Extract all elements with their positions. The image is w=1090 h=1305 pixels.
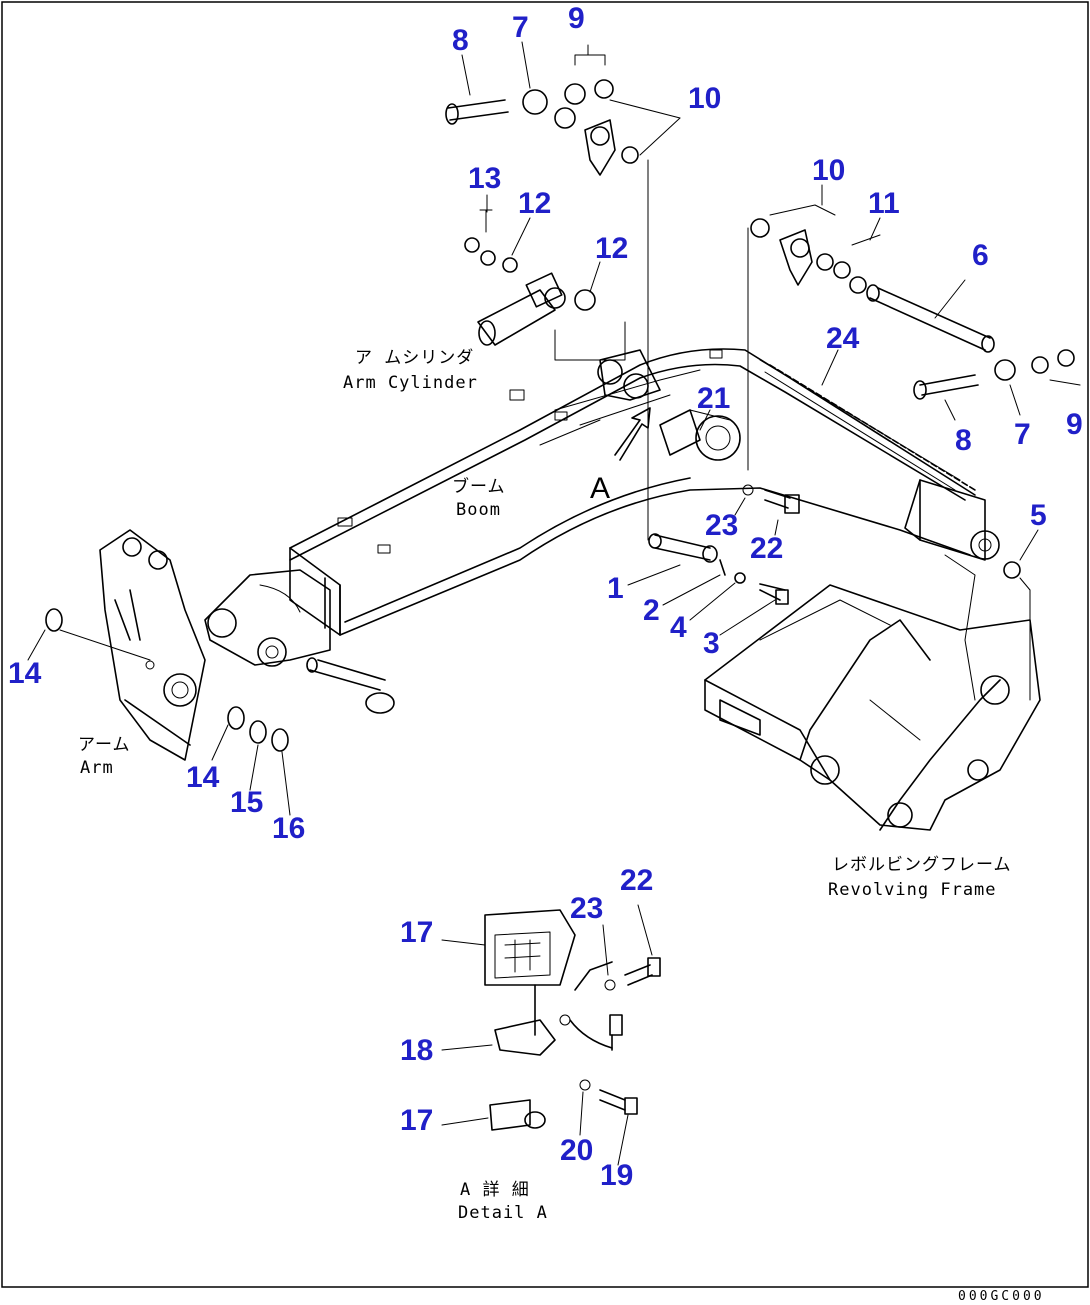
callout-1: 1 bbox=[607, 572, 624, 605]
callout-22: 22 bbox=[620, 864, 653, 897]
callout-9: 9 bbox=[568, 2, 585, 35]
drawing-code: 000GC000 bbox=[958, 1289, 1045, 1304]
arm-cylinder-en-label: Arm Cylinder bbox=[343, 373, 478, 393]
callout-22: 22 bbox=[750, 532, 783, 565]
detail-a-drawing bbox=[484, 909, 661, 1131]
arm-jp-label: アーム bbox=[78, 735, 130, 755]
leader-lines bbox=[27, 41, 1039, 1166]
arm-drawing bbox=[45, 529, 289, 761]
detail-en-label: Detail A bbox=[458, 1203, 548, 1223]
callout-8: 8 bbox=[452, 24, 469, 57]
callout-17: 17 bbox=[400, 916, 433, 949]
callout-16: 16 bbox=[272, 812, 305, 845]
detail-jp-label: A 詳 細 bbox=[460, 1180, 530, 1200]
boom-en-label: Boom bbox=[456, 500, 501, 520]
right-pin-group bbox=[747, 204, 1081, 471]
callout-10: 10 bbox=[812, 154, 845, 187]
top-pin-group bbox=[445, 44, 681, 541]
callout-11: 11 bbox=[868, 187, 900, 220]
callout-14: 14 bbox=[186, 761, 220, 794]
frame-jp-label: レボルビングフレーム bbox=[832, 855, 1012, 875]
callout-12: 12 bbox=[518, 187, 551, 220]
callout-4: 4 bbox=[670, 611, 687, 644]
callout-7: 7 bbox=[1014, 418, 1031, 451]
callout-12: 12 bbox=[595, 232, 628, 265]
foot-pin bbox=[306, 657, 395, 714]
callout-23: 23 bbox=[705, 509, 738, 542]
callout-5: 5 bbox=[1030, 499, 1047, 532]
callout-numbers: 8 7 9 10 13 12 12 10 11 6 24 21 8 7 9 23… bbox=[8, 2, 1083, 1192]
callout-14: 14 bbox=[8, 657, 42, 690]
frame-en-label: Revolving Frame bbox=[828, 880, 997, 900]
arm-cylinder-jp-label: ア ムシリンダ bbox=[355, 348, 474, 368]
callout-3: 3 bbox=[703, 627, 720, 660]
callout-2: 2 bbox=[643, 594, 660, 627]
arm-cylinder-drawing bbox=[464, 209, 626, 361]
callout-15: 15 bbox=[230, 786, 263, 819]
callout-24: 24 bbox=[826, 322, 860, 355]
callout-8: 8 bbox=[955, 424, 972, 457]
arm-en-label: Arm bbox=[80, 758, 114, 778]
callout-9: 9 bbox=[1066, 408, 1083, 441]
revolving-frame-drawing bbox=[704, 554, 1041, 831]
callout-13: 13 bbox=[468, 162, 501, 195]
callout-6: 6 bbox=[972, 239, 989, 272]
boom-pin-1 bbox=[648, 533, 789, 605]
boom-drawing bbox=[204, 348, 1000, 667]
callout-10: 10 bbox=[688, 82, 721, 115]
callout-21: 21 bbox=[697, 382, 730, 415]
callout-7: 7 bbox=[512, 11, 529, 44]
view-marker-a: A bbox=[590, 472, 610, 505]
callout-19: 19 bbox=[600, 1159, 633, 1192]
callout-20: 20 bbox=[560, 1134, 593, 1167]
callout-17: 17 bbox=[400, 1104, 433, 1137]
bolt-22-upper bbox=[742, 484, 800, 514]
callout-23: 23 bbox=[570, 892, 603, 925]
boom-jp-label: ブーム bbox=[452, 476, 506, 497]
callout-18: 18 bbox=[400, 1034, 433, 1067]
